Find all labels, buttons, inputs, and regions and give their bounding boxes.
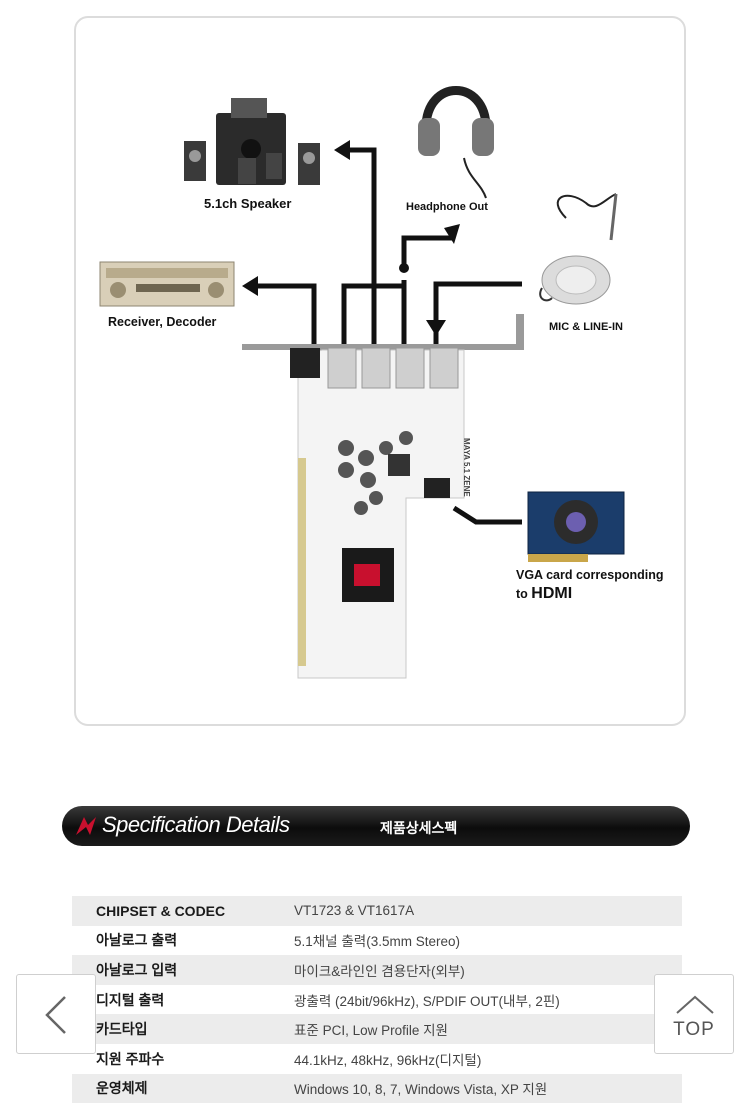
card-model-text: MAYA 5.1 ZENE	[462, 438, 471, 497]
spec-subtitle: 제품상세스펙	[380, 820, 458, 836]
spec-row: 지원 주파수 44.1kHz, 48kHz, 96kHz(디지털)	[72, 1044, 682, 1074]
spec-key: 아날로그 출력	[96, 932, 178, 949]
vga-label-prefix: to	[516, 587, 532, 601]
vga-label-line1: VGA card corresponding	[516, 568, 664, 582]
microphone-image	[539, 193, 618, 305]
connection-lines	[254, 147, 522, 525]
spec-row: 디지털 출력 광출력 (24bit/96kHz), S/PDIF OUT(내부, …	[72, 985, 682, 1015]
mic-label: MIC & LINE-IN	[549, 321, 623, 333]
spec-value: 표준 PCI, Low Profile 지원	[294, 1023, 448, 1039]
spec-value: 마이크&라인인 겸용단자(외부)	[294, 963, 465, 979]
arrow-heads	[242, 140, 460, 336]
spec-value: VT1723 & VT1617A	[294, 903, 415, 919]
receiver-label: Receiver, Decoder	[108, 315, 217, 329]
vga-label-hdmi: HDMI	[531, 585, 573, 602]
spec-value: 5.1채널 출력(3.5mm Stereo)	[294, 934, 460, 950]
previous-button[interactable]	[16, 974, 96, 1054]
speaker-label: 5.1ch Speaker	[204, 196, 292, 211]
scroll-to-top-label: TOP	[673, 1019, 715, 1040]
speaker-set-image	[184, 98, 320, 185]
headphone-label: Headphone Out	[406, 201, 488, 213]
spec-row: 아날로그 출력 5.1채널 출력(3.5mm Stereo)	[72, 926, 682, 956]
spec-table: CHIPSET & CODEC VT1723 & VT1617A 아날로그 출력 5…	[72, 896, 682, 1104]
vga-card-image	[527, 491, 625, 562]
sound-card-image	[242, 314, 524, 679]
chevron-up-icon	[676, 995, 714, 1014]
vga-label-line2: to HDMI	[516, 585, 572, 603]
spec-row: 운영체제 Windows 10, 8, 7, Windows Vista, XP …	[72, 1073, 682, 1104]
spec-value: 44.1kHz, 48kHz, 96kHz(디지털)	[294, 1052, 482, 1068]
spec-value: 광출력 (24bit/96kHz), S/PDIF OUT(내부, 2핀)	[294, 993, 560, 1009]
spec-title: Specification Details	[102, 812, 290, 837]
spec-key: 운영체제	[96, 1080, 148, 1097]
spec-row: CHIPSET & CODEC VT1723 & VT1617A	[72, 896, 682, 926]
spec-header-bar: Specification Details 제품상세스펙	[62, 806, 690, 846]
headphones-image	[418, 86, 494, 199]
spec-row: 카드타입 표준 PCI, Low Profile 지원	[72, 1014, 682, 1044]
chevron-left-icon	[45, 996, 66, 1034]
spec-value: Windows 10, 8, 7, Windows Vista, XP 지원	[294, 1082, 548, 1098]
spec-key: 지원 주파수	[96, 1050, 165, 1067]
spec-key: CHIPSET & CODEC	[96, 902, 226, 919]
brand-mark-icon	[76, 817, 96, 835]
scroll-to-top-button[interactable]: TOP	[654, 974, 734, 1054]
spec-row: 아날로그 입력 마이크&라인인 겸용단자(외부)	[72, 955, 682, 985]
connection-diagram: MAYA 5.1 ZENE 5.1ch Speaker Headphone Ou…	[74, 16, 686, 726]
spec-key: 카드타입	[96, 1021, 148, 1038]
diagram-graphics: MAYA 5.1 ZENE	[99, 86, 625, 679]
spec-key: 아날로그 입력	[96, 961, 178, 978]
spec-key: 디지털 출력	[96, 991, 165, 1008]
receiver-image	[99, 261, 235, 307]
